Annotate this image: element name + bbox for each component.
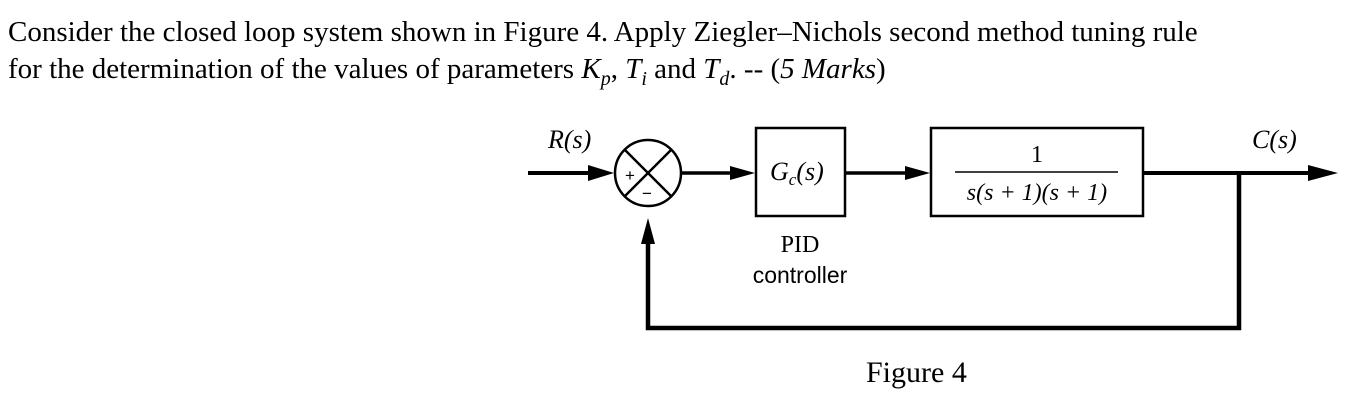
feedback-path	[645, 173, 1242, 331]
td-symbol: Td	[703, 53, 730, 90]
ti-symbol: Ti	[625, 53, 647, 90]
control-signal-arrowhead	[905, 166, 930, 180]
question-text: Consider the closed loop system shown in…	[8, 14, 1198, 90]
kp-symbol: Kp	[581, 53, 611, 90]
error-arrowhead	[730, 166, 755, 180]
feedback-arrowhead	[641, 218, 655, 244]
summing-junction: + −	[613, 138, 683, 208]
controller-block	[754, 126, 847, 218]
marks-text: 5 Marks	[780, 53, 876, 85]
controller-caption-line-1: PID	[781, 232, 820, 258]
sum-plus-sign: +	[625, 166, 635, 185]
sum-minus-sign: −	[642, 184, 652, 203]
input-arrowhead	[588, 165, 614, 181]
controller-label: Gc(s)	[770, 157, 824, 189]
figure-caption: Figure 4	[866, 356, 967, 389]
question-line-1: Consider the closed loop system shown in…	[8, 16, 1198, 48]
question-line-2-prefix: for the determination of the values of p…	[8, 53, 582, 85]
plant-numerator: 1	[1031, 142, 1043, 168]
output-label: C(s)	[1252, 125, 1297, 154]
controller-caption-line-2: controller	[753, 262, 848, 288]
input-label: R(s)	[547, 125, 591, 154]
question-line-2: for the determination of the values of p…	[8, 53, 886, 90]
output-arrowhead	[1308, 165, 1338, 181]
plant-denominator: s(s + 1)(s + 1)	[967, 180, 1107, 206]
